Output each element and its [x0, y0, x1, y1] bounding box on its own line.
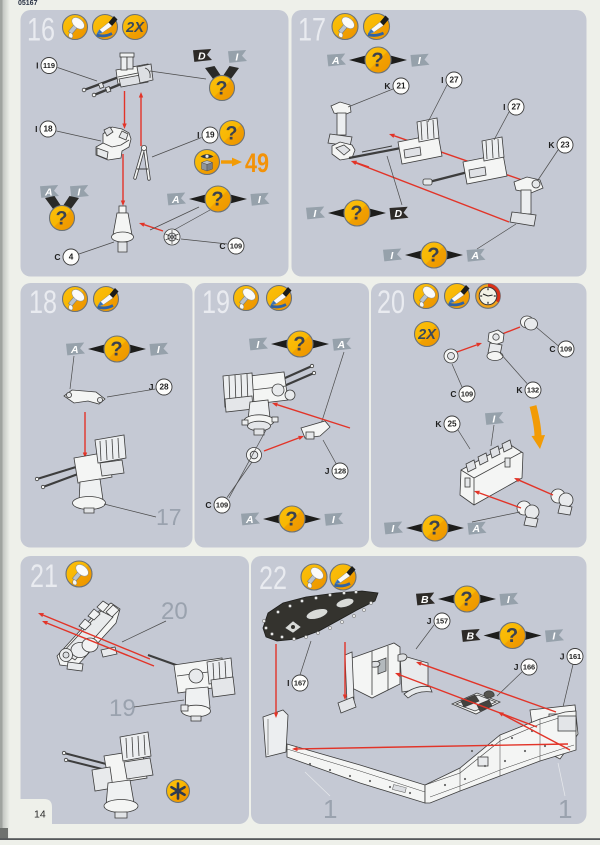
svg-text:A: A	[337, 339, 346, 351]
svg-text:B: B	[421, 594, 429, 606]
svg-text:109: 109	[461, 390, 473, 399]
svg-text:?: ?	[285, 509, 297, 531]
svg-text:I: I	[552, 631, 556, 643]
svg-text:I: I	[418, 55, 422, 67]
svg-text:17: 17	[298, 12, 326, 48]
svg-text:A: A	[472, 523, 481, 535]
svg-text:?: ?	[216, 78, 228, 100]
svg-text:I: I	[390, 250, 394, 262]
svg-text:23: 23	[560, 141, 570, 150]
svg-text:119: 119	[43, 61, 55, 70]
svg-text:20: 20	[377, 284, 405, 320]
svg-text:I: I	[503, 102, 505, 112]
svg-text:19: 19	[109, 695, 136, 722]
svg-text:166: 166	[523, 663, 535, 672]
svg-text:1: 1	[323, 794, 337, 824]
svg-text:16: 16	[27, 12, 55, 48]
svg-text:132: 132	[527, 386, 539, 395]
svg-text:A: A	[70, 344, 79, 356]
svg-text:I: I	[258, 194, 262, 206]
svg-text:I: I	[507, 594, 511, 606]
svg-text:109: 109	[560, 345, 572, 354]
svg-text:A: A	[471, 250, 480, 262]
svg-text:B: B	[467, 630, 475, 642]
svg-text:A: A	[331, 55, 340, 67]
svg-text:J: J	[325, 466, 330, 476]
svg-text:A: A	[171, 194, 180, 206]
svg-text:?: ?	[226, 123, 238, 145]
svg-text:A: A	[44, 186, 53, 198]
svg-text:C: C	[549, 344, 555, 354]
svg-text:161: 161	[569, 652, 581, 661]
svg-text:2X: 2X	[125, 20, 145, 36]
svg-text:I: I	[287, 678, 289, 688]
svg-text:18: 18	[29, 284, 57, 320]
svg-text:C: C	[219, 241, 225, 251]
svg-text:?: ?	[506, 625, 518, 647]
svg-text:A: A	[245, 514, 254, 526]
svg-text:K: K	[516, 385, 523, 395]
svg-text:49: 49	[245, 148, 269, 178]
svg-text:?: ?	[427, 245, 439, 267]
svg-text:D: D	[395, 208, 403, 220]
svg-text:J: J	[560, 652, 565, 662]
svg-text:?: ?	[428, 518, 440, 540]
svg-text:19: 19	[205, 131, 215, 140]
svg-text:K: K	[384, 81, 391, 91]
svg-text:2X: 2X	[417, 327, 437, 343]
svg-text:22: 22	[259, 560, 287, 596]
svg-text:21: 21	[396, 82, 406, 91]
svg-text:14: 14	[34, 809, 46, 821]
svg-text:27: 27	[511, 103, 521, 112]
svg-text:I: I	[332, 514, 336, 526]
svg-text:I: I	[35, 124, 37, 134]
svg-text:I: I	[157, 344, 161, 356]
svg-text:I: I	[492, 413, 496, 425]
svg-text:?: ?	[211, 189, 223, 211]
svg-text:J: J	[427, 616, 432, 626]
svg-text:19: 19	[202, 284, 230, 320]
svg-text:109: 109	[216, 501, 228, 510]
svg-text:05167: 05167	[18, 0, 38, 7]
svg-text:?: ?	[460, 589, 472, 611]
svg-text:I: I	[77, 186, 81, 198]
svg-text:J: J	[149, 382, 154, 392]
svg-text:28: 28	[159, 383, 169, 392]
svg-text:I: I	[235, 51, 239, 63]
svg-text:128: 128	[334, 467, 346, 476]
svg-text:D: D	[198, 50, 206, 62]
svg-text:167: 167	[294, 679, 306, 688]
svg-text:?: ?	[371, 50, 383, 72]
svg-text:C: C	[205, 500, 211, 510]
svg-text:17: 17	[156, 504, 182, 530]
svg-text:C: C	[450, 389, 456, 399]
svg-text:I: I	[441, 75, 443, 85]
svg-text:K: K	[548, 140, 555, 150]
svg-text:I: I	[391, 523, 395, 535]
svg-text:K: K	[435, 419, 442, 429]
svg-text:?: ?	[350, 203, 362, 225]
svg-text:C: C	[54, 252, 60, 262]
svg-text:157: 157	[436, 617, 448, 626]
svg-text:27: 27	[449, 76, 459, 85]
svg-text:?: ?	[56, 208, 68, 230]
svg-text:I: I	[256, 339, 260, 351]
svg-text:I: I	[197, 130, 199, 140]
svg-text:I: I	[36, 61, 38, 71]
svg-text:25: 25	[447, 420, 457, 429]
svg-text:J: J	[514, 662, 519, 672]
svg-text:?: ?	[293, 334, 305, 356]
svg-text:18: 18	[43, 125, 53, 134]
svg-text:4: 4	[69, 253, 74, 262]
svg-text:?: ?	[110, 339, 122, 361]
svg-text:109: 109	[230, 242, 242, 251]
svg-text:21: 21	[30, 558, 58, 594]
svg-text:20: 20	[161, 598, 188, 625]
svg-text:1: 1	[558, 794, 572, 824]
svg-text:I: I	[313, 208, 317, 220]
